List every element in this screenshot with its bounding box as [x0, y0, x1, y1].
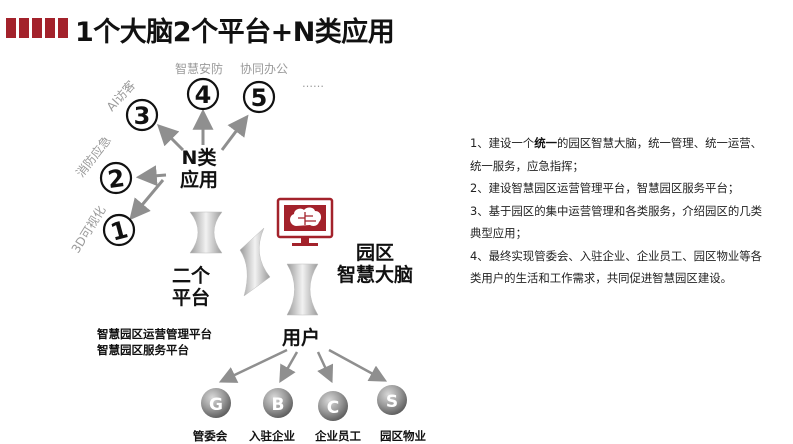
arrow-to-user-g — [218, 348, 288, 383]
platform-list: 智慧园区运营管理平台 智慧园区服务平台 — [97, 327, 212, 358]
app-badge-3: 3 — [125, 98, 159, 132]
app-num-2: 2 — [106, 164, 126, 194]
hub-n-apps-label: N类 应用 — [180, 147, 219, 192]
user-label-g: 管委会 — [193, 429, 228, 443]
user-ball-g: G — [201, 388, 231, 418]
app-num-1: 1 — [108, 215, 131, 246]
app-arrows — [129, 108, 249, 221]
arrow-to-app-5 — [220, 114, 249, 151]
user-label-c: 企业员工 — [314, 429, 361, 443]
app-label-1: 3D可视化 — [68, 203, 109, 256]
more-apps-ellipsis: …… — [302, 77, 324, 90]
title-decoration-bars — [6, 18, 68, 38]
app-num-4: 4 — [195, 81, 212, 109]
user-label-s: 园区物业 — [380, 429, 426, 443]
arrow-to-app-1 — [129, 179, 165, 221]
hub-brain-text: 园区 智慧大脑 — [337, 242, 414, 286]
app-num-5: 5 — [251, 84, 268, 112]
user-ball-s: S — [377, 385, 407, 415]
app-badge-1: 1 — [102, 213, 136, 247]
connector-brain-users — [286, 263, 319, 316]
hub-brain-label: 园区 智慧大脑 — [337, 242, 414, 287]
user-letter-b: B — [272, 395, 285, 415]
arrow-to-user-s — [328, 348, 388, 382]
user-letter-c: C — [327, 398, 339, 418]
user-letter-g: G — [209, 395, 223, 415]
app-num-3: 3 — [134, 102, 151, 130]
platform-list-item-2: 智慧园区服务平台 — [97, 342, 189, 357]
connector-platform-brain — [239, 227, 271, 297]
user-ball-c: C — [318, 391, 348, 421]
user-ball-b: B — [263, 388, 293, 418]
app-badge-4: 4 — [186, 77, 220, 111]
description-item-4: 4、最终实现管委会、入驻企业、企业员工、园区物业等各类用户的生活和工作需求，共同… — [470, 248, 763, 286]
description-item-3: 3、基于园区的集中运营管理和各类服务，介绍园区的几类典型应用； — [470, 203, 763, 241]
hub-users-label: 用户 — [282, 327, 321, 350]
description-item-2: 2、建设智慧园区运营管理平台，智慧园区服务平台； — [470, 181, 740, 195]
user-letter-s: S — [386, 392, 398, 412]
description-item-1: 1、建设一个统一的园区智慧大脑，统一管理、统一运营、统一服务，应急指挥； — [470, 136, 763, 173]
hub-platform-label: 二个 平台 — [172, 265, 211, 310]
brain-monitor-icon — [276, 197, 334, 246]
hub-users-text: 用户 — [282, 327, 321, 349]
app-badge-2: 2 — [99, 161, 133, 195]
arrow-to-app-3 — [157, 124, 185, 152]
app-label-4: 智慧安防 — [175, 61, 223, 76]
slide-title: 1个大脑2个平台+N类应用 — [75, 17, 395, 48]
user-label-b: 入驻企业 — [249, 429, 295, 443]
platform-list-item-1: 智慧园区运营管理平台 — [97, 327, 212, 341]
description-highlight: 统一 — [534, 136, 557, 150]
hub-platform-text: 二个 平台 — [172, 265, 211, 309]
arrow-to-app-2 — [135, 165, 167, 187]
description-text: 1、建设一个统一的园区智慧大脑，统一管理、统一运营、统一服务，应急指挥； 2、建… — [470, 132, 770, 290]
arrow-to-user-c — [316, 351, 334, 384]
app-badge-5: 5 — [242, 80, 276, 114]
hub-n-apps-text: N类 应用 — [180, 147, 219, 191]
app-label-5: 协同办公 — [240, 61, 288, 76]
user-arrows — [218, 348, 388, 384]
connector-apps-platform — [189, 211, 223, 254]
arrow-to-user-b — [279, 351, 299, 384]
